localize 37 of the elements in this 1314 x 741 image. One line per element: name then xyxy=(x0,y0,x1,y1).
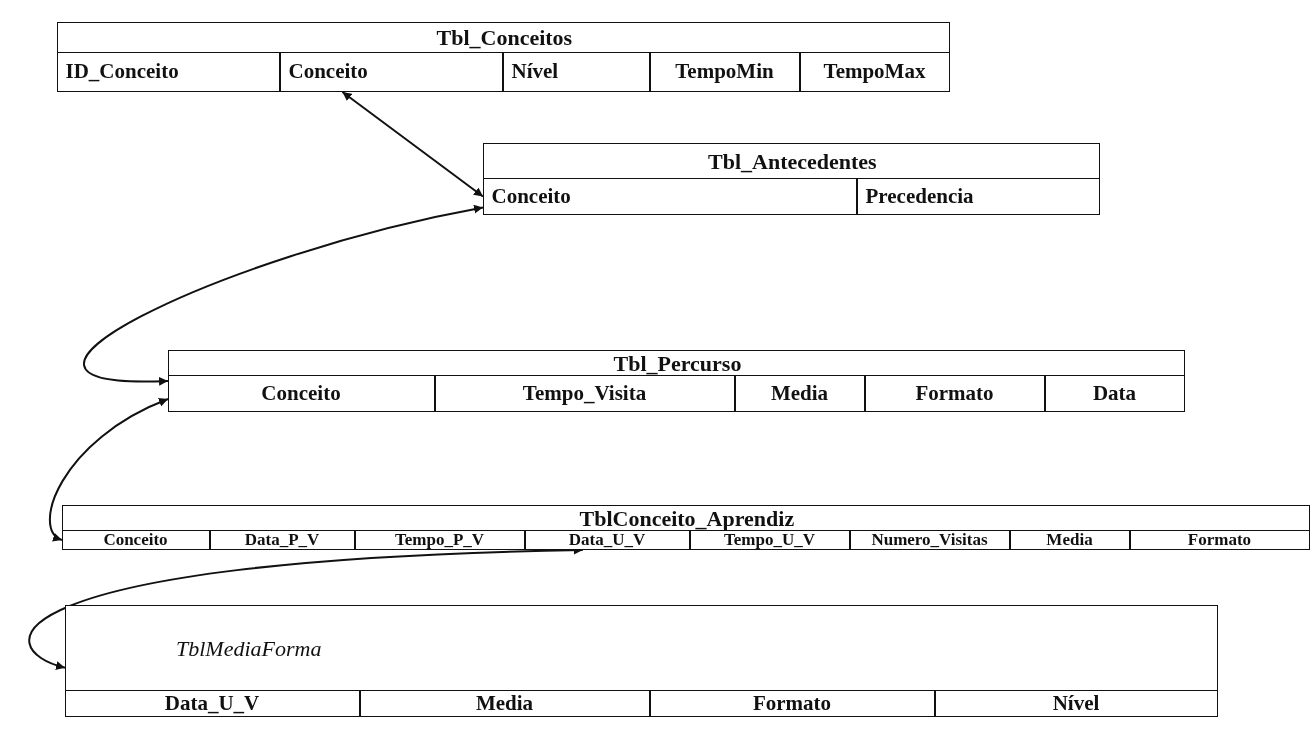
table-box xyxy=(168,350,1185,412)
table-box xyxy=(57,22,950,92)
arrow xyxy=(341,91,484,198)
column-cell: Nível xyxy=(934,689,1218,717)
column-cell: Numero_Visitas xyxy=(849,529,1010,550)
column-cell: Precedencia xyxy=(856,177,1100,215)
column-cell: Conceito xyxy=(482,177,857,215)
table-box xyxy=(483,143,1100,215)
column-cell: Data_P_V xyxy=(209,529,355,550)
column-cell: Media xyxy=(359,689,650,717)
column-cell: Conceito xyxy=(167,374,435,412)
column-cell: Tempo_U_V xyxy=(689,529,850,550)
arrow xyxy=(83,205,484,386)
table-title: Tbl_Antecedentes xyxy=(708,148,877,175)
table-title: Tbl_Conceitos xyxy=(436,25,573,51)
column-cell: Conceito xyxy=(61,529,210,550)
arrow xyxy=(48,398,169,541)
column-cell: Data_U_V xyxy=(524,529,690,550)
column-cell: Formato xyxy=(864,374,1045,412)
table-title: Tbl_Percurso xyxy=(613,350,742,377)
column-cell: Tempo_P_V xyxy=(354,529,525,550)
column-cell: Media xyxy=(734,374,865,412)
column-cell: Formato xyxy=(649,689,935,717)
column-cell: TempoMin xyxy=(649,51,800,92)
column-cell: Data_U_V xyxy=(64,689,360,717)
table-box xyxy=(65,605,1218,717)
column-cell: Conceito xyxy=(279,51,503,92)
column-cell: Media xyxy=(1009,529,1130,550)
column-cell: ID_Conceito xyxy=(56,51,280,92)
column-cell: Tempo_Visita xyxy=(434,374,735,412)
column-cell: Nível xyxy=(502,51,650,92)
column-cell: Data xyxy=(1044,374,1185,412)
table-title: TblConceito_Aprendiz xyxy=(579,505,795,532)
table-title: TblMediaForma xyxy=(176,635,322,662)
table-box xyxy=(62,505,1310,550)
column-cell: TempoMax xyxy=(799,51,950,92)
column-cell: Formato xyxy=(1129,529,1310,550)
